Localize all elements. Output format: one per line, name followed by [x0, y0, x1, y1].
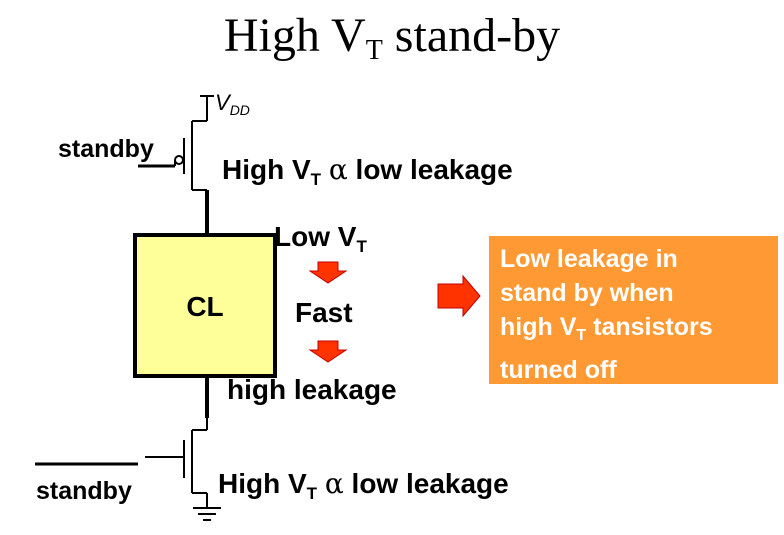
- pmos-annotation-rest: low leakage: [355, 154, 513, 185]
- nmos-annotation-rest: low leakage: [351, 468, 509, 499]
- down-arrow-icon: [308, 261, 348, 284]
- vdd-label: VDD: [215, 90, 250, 118]
- cl-label: CL: [186, 291, 224, 322]
- high-leakage-label: high leakage: [227, 374, 397, 405]
- nmos-transistor-icon: [35, 418, 208, 508]
- fast-label: Fast: [295, 297, 353, 328]
- ground-icon: [193, 507, 221, 521]
- nmos-annotation: High VT α low leakage: [218, 467, 509, 511]
- vdd-text: V: [215, 90, 230, 115]
- note-line-1: Low leakage in: [500, 245, 678, 273]
- alpha-symbol: α: [324, 467, 344, 500]
- pmos-annotation: High VT α low leakage: [222, 153, 513, 197]
- low-vt-text: Low V: [274, 221, 357, 252]
- title-subscript: T: [365, 35, 383, 66]
- alpha-symbol: α: [328, 153, 348, 186]
- note-line-4: turned off: [500, 356, 617, 384]
- title-rest: stand-by: [382, 9, 561, 62]
- note-line-3-post: tansistors: [586, 313, 713, 341]
- low-vt-subscript: T: [356, 237, 367, 256]
- low-vt-label: Low VT: [274, 220, 367, 264]
- pmos-annotation-text: High V: [222, 154, 311, 185]
- page-title: High VT stand-by: [0, 6, 784, 81]
- right-arrow-icon: [437, 274, 481, 318]
- leakage-note-box: Low leakage in stand by when high VT tan…: [489, 236, 778, 384]
- standby-bottom-label: standby: [36, 477, 132, 505]
- note-line-2: stand by when: [500, 279, 674, 307]
- nmos-annotation-text: High V: [218, 468, 307, 499]
- pmos-transistor-icon: [138, 120, 209, 233]
- note-line-3-subscript: T: [576, 327, 587, 344]
- nmos-annotation-subscript: T: [306, 484, 318, 503]
- pmos-annotation-subscript: T: [310, 170, 322, 189]
- vdd-rail: [200, 95, 214, 121]
- note-line-3-pre: high V: [500, 313, 577, 341]
- combinational-logic-block: CL: [133, 233, 277, 378]
- note-line-3: high VT tansistors: [500, 310, 778, 353]
- vdd-subscript: DD: [229, 102, 250, 118]
- title-text: High V: [223, 9, 366, 62]
- down-arrow-icon: [308, 340, 348, 363]
- standby-top-label: standby: [58, 135, 154, 163]
